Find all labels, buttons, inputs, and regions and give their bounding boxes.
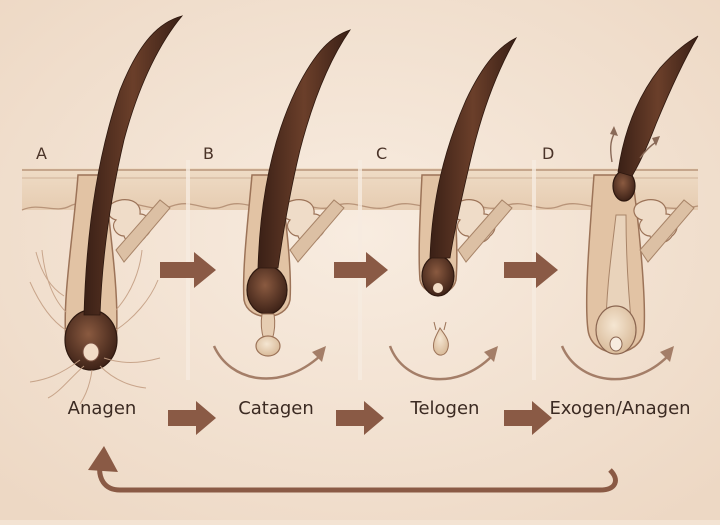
transition-arrows-upper [160,252,558,288]
arrow-c-to-d [504,252,558,288]
stage-label-catagen: Catagen [238,398,314,419]
cycle-return-arrow [88,446,618,493]
panel-telogen [388,37,518,381]
stage-label-exogen: Exogen/Anagen [549,398,691,419]
panel-anagen [29,15,184,405]
panel-catagen [212,29,352,380]
stage-label-telogen: Telogen [410,398,480,419]
arrow-label-3 [504,401,552,435]
panel-letter-d: D [542,144,555,163]
arrow-b-to-c [334,252,388,288]
arrow-label-2 [336,401,384,435]
panel-letter-a: A [36,144,47,163]
panel-exogen [560,35,699,381]
panel-letter-b: B [203,144,214,163]
arrow-label-1 [168,401,216,435]
panel-letter-c: C [376,144,388,163]
transition-arrows-lower [168,401,552,435]
arrow-a-to-b [160,252,216,288]
stage-label-anagen: Anagen [67,398,137,419]
